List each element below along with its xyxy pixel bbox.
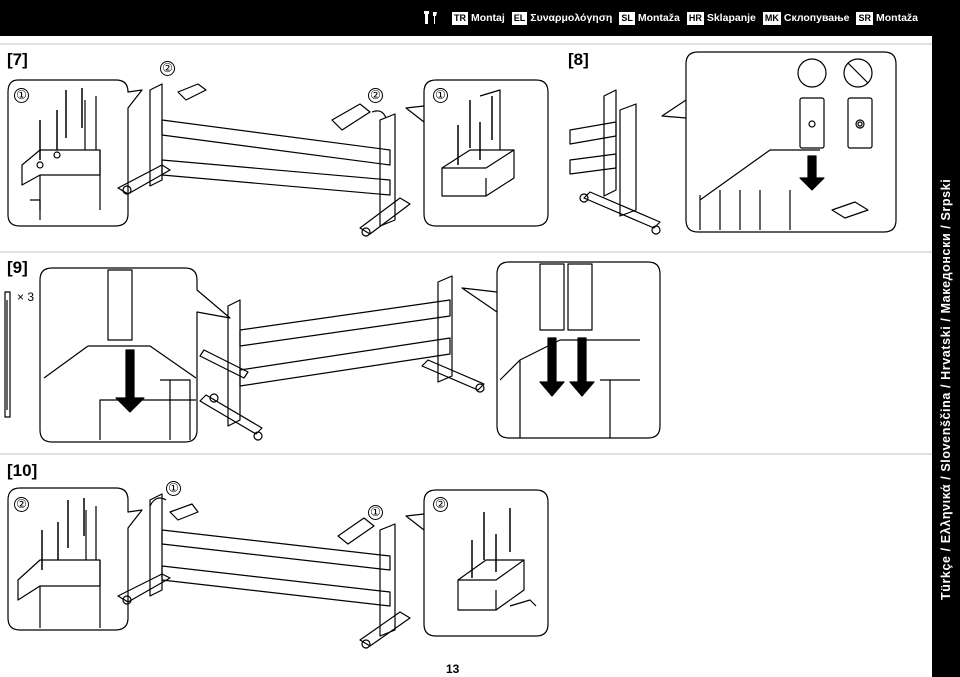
step7-stand bbox=[117, 83, 411, 237]
step9-rod bbox=[4, 291, 11, 418]
step9-detail-right bbox=[461, 261, 661, 439]
step-8-label: [8] bbox=[568, 50, 589, 69]
step-7-label: [7] bbox=[7, 50, 28, 69]
quantity-label: × 3 bbox=[17, 290, 35, 304]
step-10-label: [10] bbox=[7, 461, 38, 480]
step10-detail-right bbox=[405, 489, 549, 637]
page-number: 13 bbox=[446, 662, 460, 676]
step9-stand bbox=[199, 275, 485, 441]
callout-number: ② bbox=[160, 61, 175, 76]
illustrations bbox=[0, 43, 932, 649]
step7-detail-left bbox=[7, 79, 143, 227]
callout-number: ① bbox=[166, 481, 181, 496]
step10-detail-left bbox=[7, 487, 143, 631]
sidebar-text: Türkçe / Ελληνικά / Slovenščina / Hrvats… bbox=[939, 178, 953, 600]
allowed-circle-icon bbox=[797, 58, 827, 88]
callout-number: ② bbox=[368, 88, 383, 103]
callout-number: ① bbox=[368, 505, 383, 520]
step-9-label: [9] bbox=[7, 258, 28, 277]
step9-detail-left bbox=[39, 267, 231, 443]
language-sidebar: Türkçe / Ελληνικά / Slovenščina / Hrvats… bbox=[932, 0, 960, 677]
callout-number: ① bbox=[433, 88, 448, 103]
step8-detail bbox=[661, 51, 897, 233]
callout-number: ② bbox=[14, 497, 29, 512]
step7-detail-right bbox=[405, 79, 549, 227]
callout-number: ② bbox=[433, 497, 448, 512]
callout-number: ① bbox=[14, 88, 29, 103]
step10-stand bbox=[117, 493, 411, 649]
step8-stand bbox=[569, 89, 661, 235]
tools-icon bbox=[423, 11, 437, 24]
prohibited-icon bbox=[843, 58, 873, 88]
